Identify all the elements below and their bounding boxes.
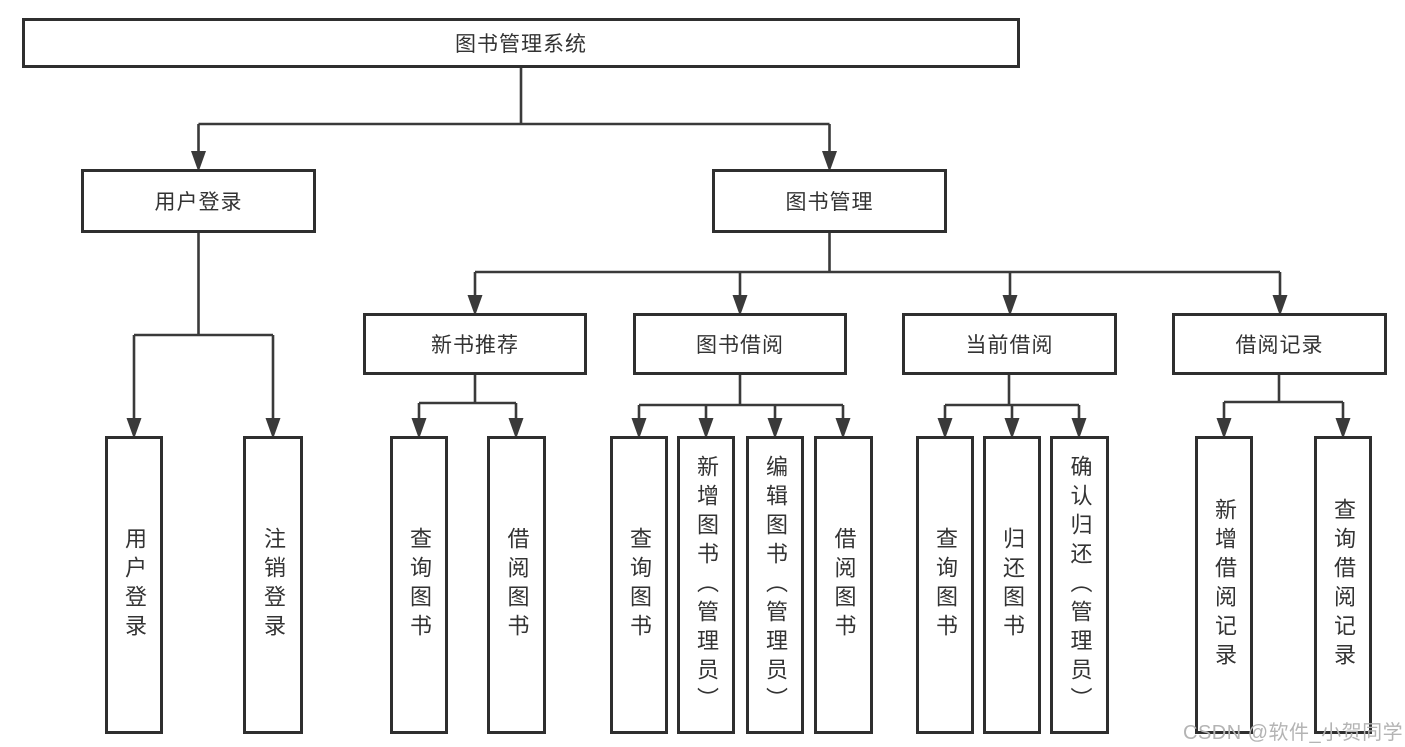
leaf-query-books-3: 查询图书 — [916, 436, 974, 734]
leaf-borrow-books-2: 借阅图书 — [814, 436, 873, 734]
node-borrow-records: 借阅记录 — [1172, 313, 1387, 375]
node-book-borrow: 图书借阅 — [633, 313, 847, 375]
watermark-text: CSDN @软件_小贺同学 — [1183, 722, 1404, 744]
node-current-borrow: 当前借阅 — [902, 313, 1117, 375]
node-root: 图书管理系统 — [22, 18, 1020, 68]
node-book-management: 图书管理 — [712, 169, 947, 233]
leaf-add-book-admin: 新增图书（管理员） — [677, 436, 735, 734]
leaf-query-books-1: 查询图书 — [390, 436, 448, 734]
node-user-login: 用户登录 — [81, 169, 316, 233]
leaf-edit-book-admin: 编辑图书（管理员） — [746, 436, 804, 734]
leaf-borrow-books-1: 借阅图书 — [487, 436, 546, 734]
leaf-add-borrow-record: 新增借阅记录 — [1195, 436, 1253, 734]
leaf-return-books: 归还图书 — [983, 436, 1041, 734]
leaf-confirm-return-admin: 确认归还（管理员） — [1050, 436, 1109, 734]
leaf-logout: 注销登录 — [243, 436, 303, 734]
leaf-query-borrow-record: 查询借阅记录 — [1314, 436, 1372, 734]
leaf-user-login: 用户登录 — [105, 436, 163, 734]
node-new-book-recommend: 新书推荐 — [363, 313, 587, 375]
leaf-query-books-2: 查询图书 — [610, 436, 668, 734]
